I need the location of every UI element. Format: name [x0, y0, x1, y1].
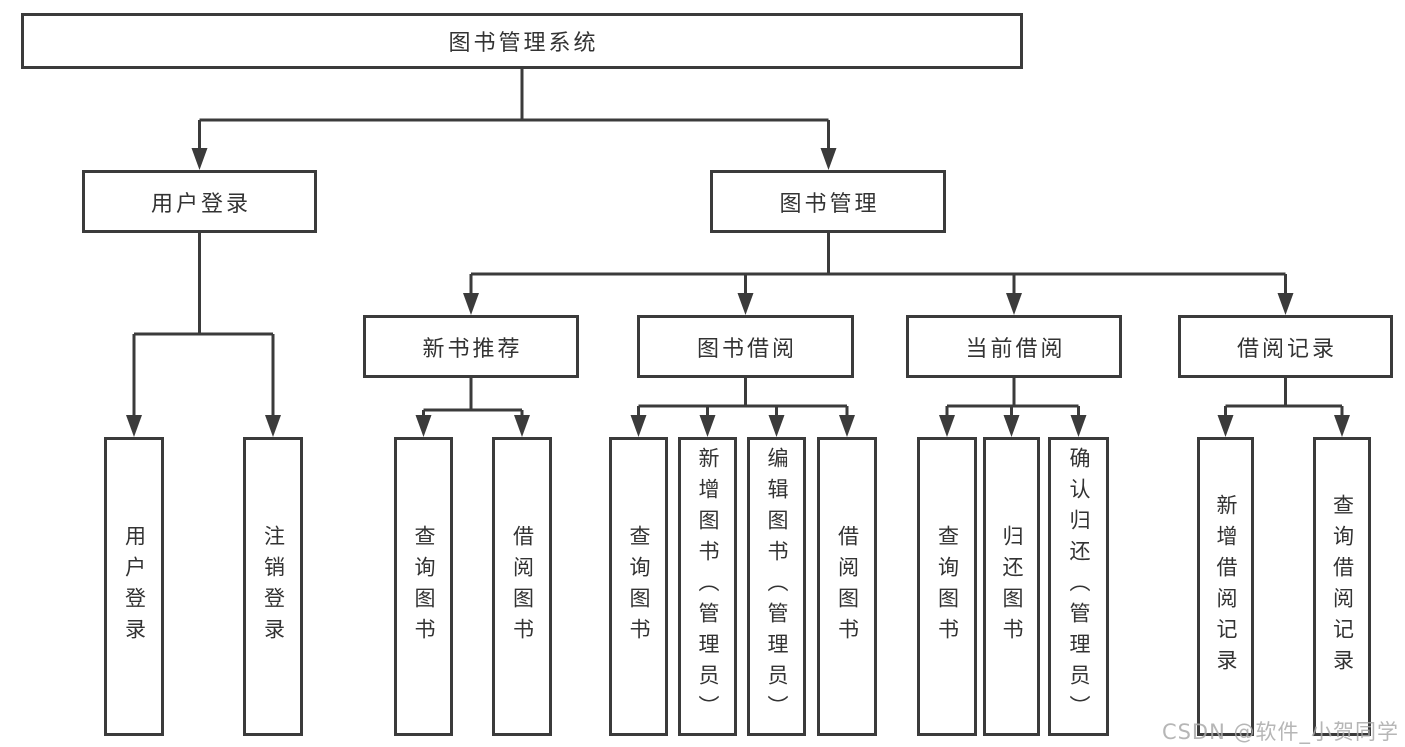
- leaf-query-books-borrow: 查询图书: [609, 437, 668, 736]
- node-book-borrowing-label: 图书借阅: [696, 336, 797, 362]
- watermark: CSDN @软件_小贺同学: [1161, 720, 1399, 744]
- leaf-borrow-books-borrow-label: 借阅图书: [835, 524, 860, 649]
- leaf-edit-book-admin-label: 编辑图书（管理员）: [765, 447, 789, 726]
- leaf-query-books-newbook-label: 查询图书: [412, 524, 436, 649]
- leaf-query-borrow-record-label: 查询借阅记录: [1330, 493, 1355, 680]
- node-user-login-label: 用户登录: [150, 191, 251, 217]
- leaf-logout: 注销登录: [243, 437, 303, 736]
- leaf-borrow-books-newbook: 借阅图书: [492, 437, 552, 736]
- node-user-login: 用户登录: [82, 170, 317, 233]
- leaf-query-books-borrow-label: 查询图书: [627, 524, 651, 649]
- leaf-confirm-return-admin-label: 确认归还（管理员）: [1067, 447, 1091, 726]
- leaf-user-login-label: 用户登录: [122, 524, 147, 649]
- node-borrowing-records-label: 借阅记录: [1236, 336, 1337, 362]
- node-book-management-label: 图书管理: [779, 191, 880, 217]
- leaf-add-book-admin: 新增图书（管理员）: [678, 437, 737, 736]
- node-borrowing-records: 借阅记录: [1178, 315, 1393, 378]
- leaf-add-borrow-record-label: 新增借阅记录: [1214, 493, 1238, 680]
- leaf-logout-label: 注销登录: [261, 524, 286, 649]
- node-new-book-recommendation-label: 新书推荐: [422, 336, 523, 362]
- node-new-book-recommendation: 新书推荐: [363, 315, 579, 378]
- node-current-borrowing-label: 当前借阅: [965, 336, 1066, 362]
- leaf-query-books-current-label: 查询图书: [935, 524, 960, 649]
- node-root-label: 图书管理系统: [448, 31, 599, 56]
- node-current-borrowing: 当前借阅: [906, 315, 1122, 378]
- node-root: 图书管理系统: [21, 13, 1023, 69]
- leaf-query-books-current: 查询图书: [917, 437, 977, 736]
- leaf-add-book-admin-label: 新增图书（管理员）: [696, 447, 720, 726]
- node-book-borrowing: 图书借阅: [637, 315, 854, 378]
- leaf-return-books: 归还图书: [983, 437, 1040, 736]
- leaf-query-books-newbook: 查询图书: [394, 437, 453, 736]
- leaf-add-borrow-record: 新增借阅记录: [1197, 437, 1254, 736]
- leaf-borrow-books-borrow: 借阅图书: [817, 437, 877, 736]
- leaf-return-books-label: 归还图书: [1000, 524, 1024, 649]
- leaf-confirm-return-admin: 确认归还（管理员）: [1048, 437, 1109, 736]
- leaf-borrow-books-newbook-label: 借阅图书: [510, 524, 535, 649]
- arrowheads: [126, 148, 1350, 437]
- leaf-query-borrow-record: 查询借阅记录: [1313, 437, 1371, 736]
- leaf-user-login: 用户登录: [104, 437, 164, 736]
- node-book-management: 图书管理: [710, 170, 946, 233]
- leaf-edit-book-admin: 编辑图书（管理员）: [747, 437, 806, 736]
